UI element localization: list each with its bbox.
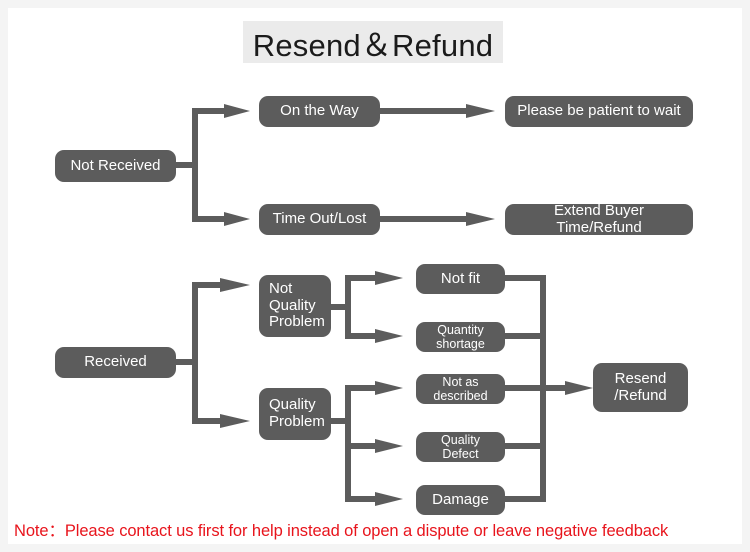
node-not-quality-problem[interactable]: Not Quality Problem xyxy=(259,275,331,337)
diagram-canvas xyxy=(8,8,742,544)
node-please-be-patient[interactable]: Please be patient to wait xyxy=(505,96,693,127)
node-not-as-described[interactable]: Not as described xyxy=(416,374,505,404)
node-quantity-shortage[interactable]: Quantity shortage xyxy=(416,322,505,352)
node-quality-defect[interactable]: Quality Defect xyxy=(416,432,505,462)
node-extend-buyer-time[interactable]: Extend Buyer Time/Refund xyxy=(505,202,693,235)
node-damage[interactable]: Damage xyxy=(416,485,505,515)
node-time-out-lost[interactable]: Time Out/Lost xyxy=(259,204,380,235)
node-not-received[interactable]: Not Received xyxy=(55,150,176,182)
node-not-fit[interactable]: Not fit xyxy=(416,264,505,294)
note-text: Note：Please contact us first for help in… xyxy=(14,522,669,540)
page-title: Resend＆Refund xyxy=(243,21,503,63)
node-quality-problem[interactable]: Quality Problem xyxy=(259,388,331,440)
node-resend-refund[interactable]: Resend /Refund xyxy=(593,363,688,412)
node-on-the-way[interactable]: On the Way xyxy=(259,96,380,127)
node-received[interactable]: Received xyxy=(55,347,176,378)
